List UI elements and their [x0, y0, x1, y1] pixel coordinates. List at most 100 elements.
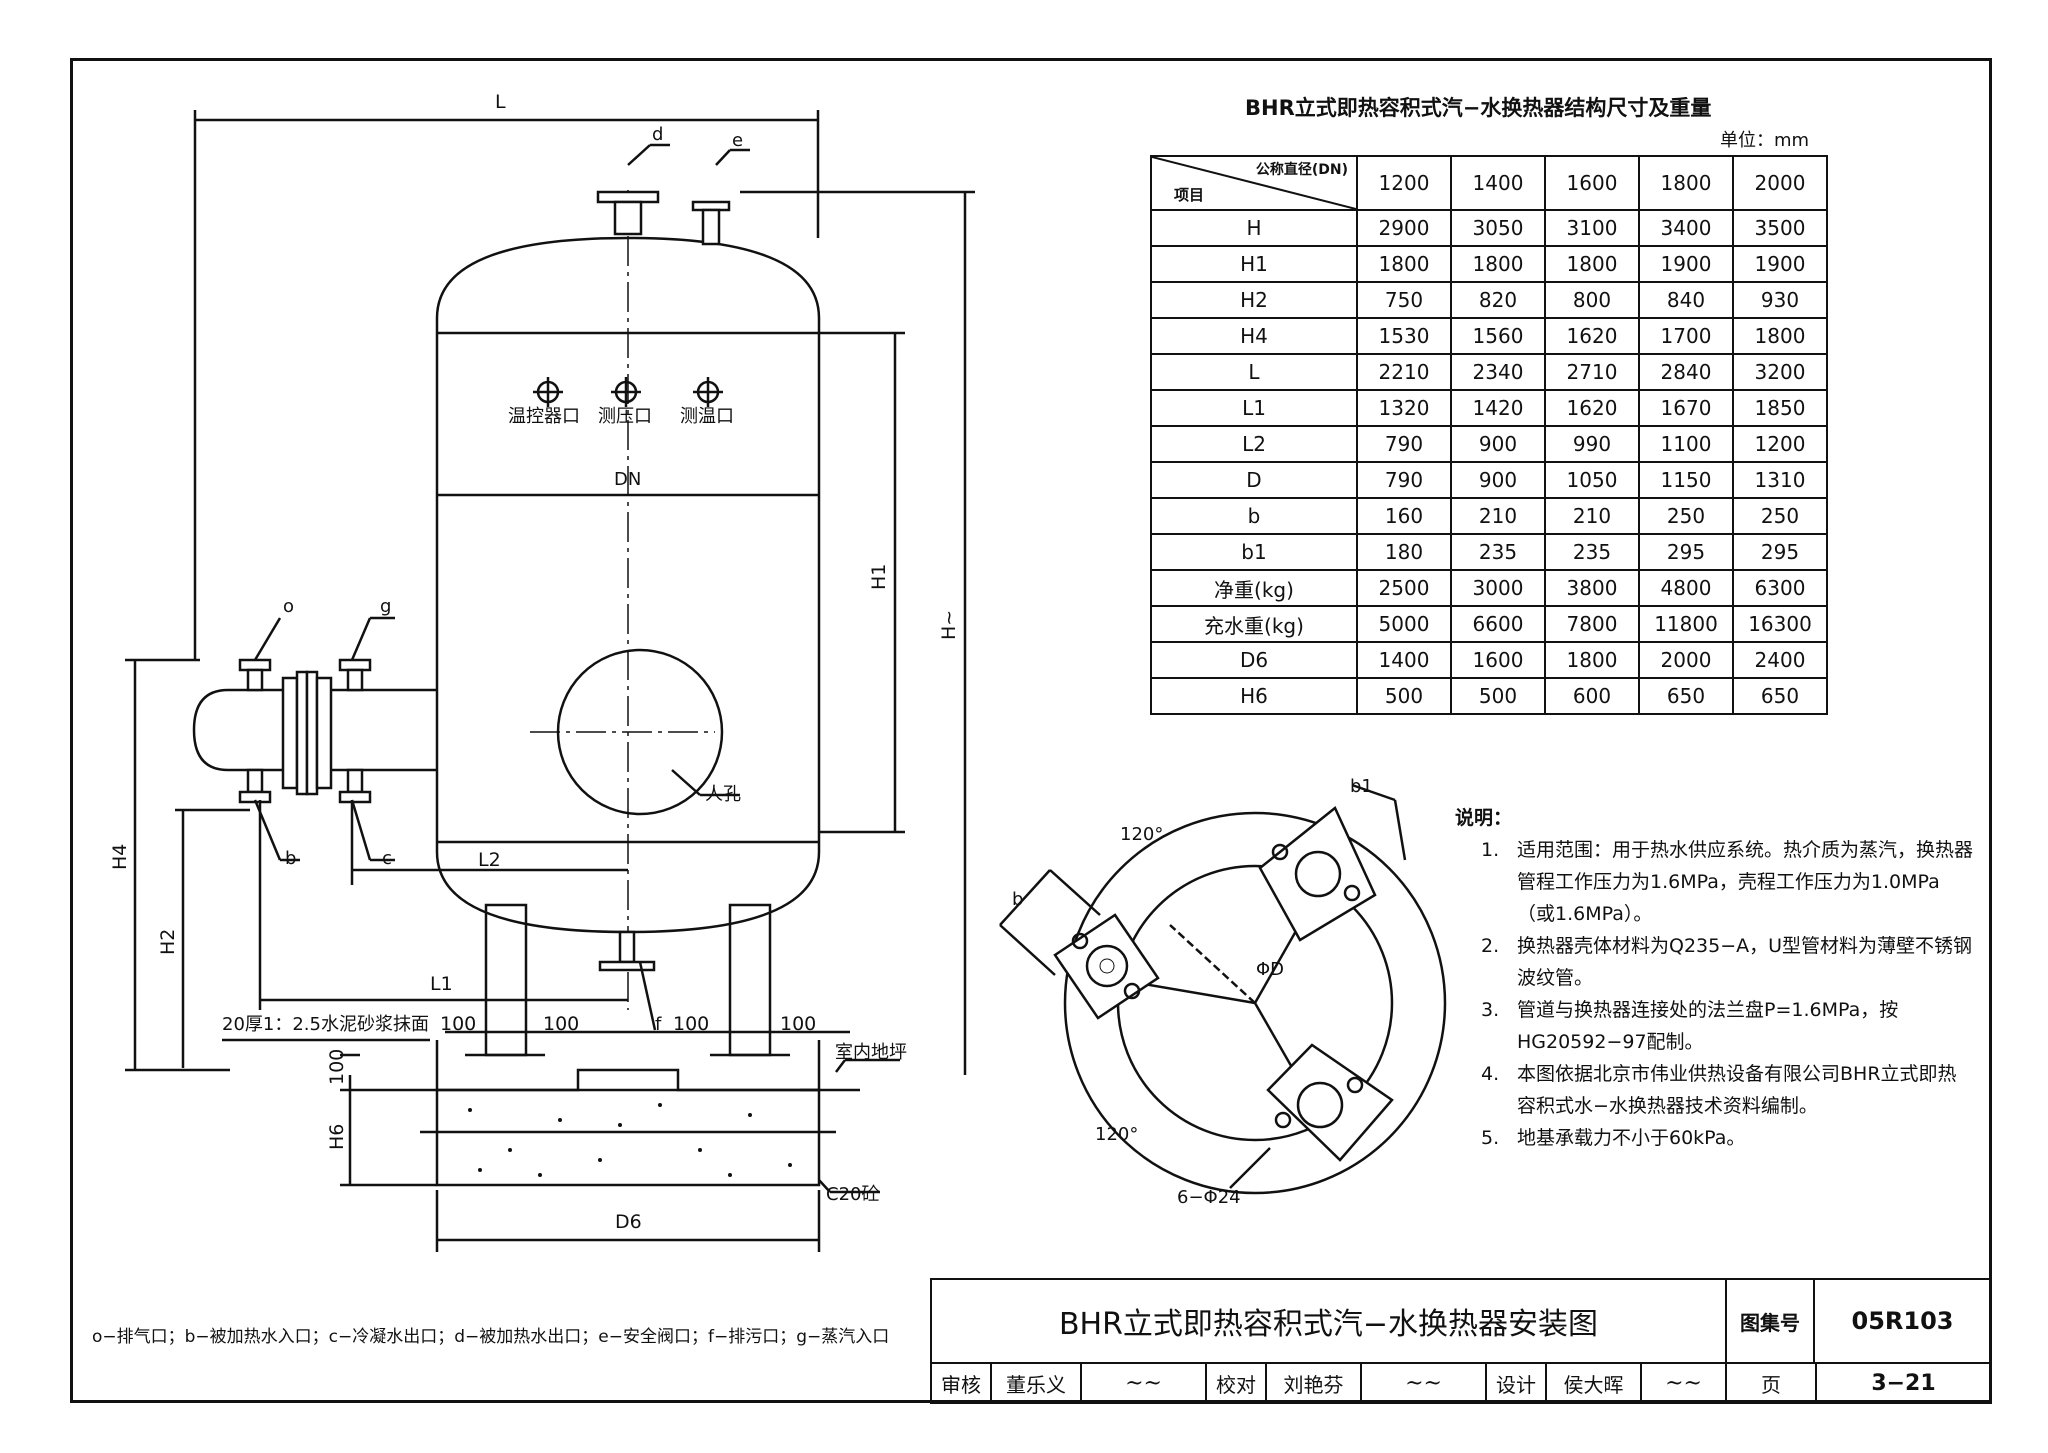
- note-number: 5.: [1481, 1127, 1500, 1149]
- dim-100-a: 100: [440, 1013, 476, 1035]
- table-cell: 3500: [1732, 209, 1828, 247]
- row-label: L1: [1150, 389, 1358, 427]
- row-label: L: [1150, 353, 1358, 391]
- table-cell: 250: [1638, 497, 1734, 535]
- dim-100-d: 100: [780, 1013, 816, 1035]
- label-pressure-port: 测压口: [598, 406, 652, 427]
- note-item: 4.本图依据北京市伟业供热设备有限公司BHR立式即热容积式水−水换热器技术资料编…: [1455, 1058, 1975, 1122]
- col-header: 2000: [1732, 155, 1828, 211]
- row-label: H6: [1150, 677, 1358, 715]
- table-cell: 1850: [1732, 389, 1828, 427]
- table-cell: 1560: [1450, 317, 1546, 355]
- dim-D6: D6: [615, 1211, 642, 1233]
- table-cell: 790: [1356, 461, 1452, 499]
- col-header: 1600: [1544, 155, 1640, 211]
- table-cell: 1800: [1356, 245, 1452, 283]
- checker-signature: ~~: [1360, 1362, 1485, 1404]
- table-header-row: 公称直径(DN) 项目 1200 1400 1600 1800 2000: [1150, 155, 1828, 211]
- table-cell: 3200: [1732, 353, 1828, 391]
- note-item: 3.管道与换热器连接处的法兰盘P=1.6MPa，按HG20592−97配制。: [1455, 994, 1975, 1058]
- row-label: 净重(kg): [1150, 569, 1358, 607]
- check-label: 校对: [1205, 1362, 1265, 1404]
- dim-100-v: 100: [326, 1049, 348, 1085]
- table-cell: 210: [1450, 497, 1546, 535]
- table-cell: 1670: [1638, 389, 1734, 427]
- label-bolts: 6−Φ24: [1177, 1187, 1241, 1208]
- dim-H1: H1: [868, 564, 890, 590]
- table-cell: 6600: [1450, 605, 1546, 643]
- label-c: c: [382, 848, 392, 869]
- reviewer-name: 董乐义: [990, 1362, 1080, 1404]
- table-cell: 250: [1732, 497, 1828, 535]
- table-cell: 1900: [1638, 245, 1734, 283]
- table-cell: 2840: [1638, 353, 1734, 391]
- table-cell: 1050: [1544, 461, 1640, 499]
- table-cell: 1310: [1732, 461, 1828, 499]
- table-cell: 600: [1544, 677, 1640, 715]
- table-cell: 2340: [1450, 353, 1546, 391]
- table-cell: 1620: [1544, 317, 1640, 355]
- label-concrete: C20砼: [826, 1184, 879, 1205]
- label-dim-b: b: [1012, 889, 1023, 910]
- dim-L1: L1: [430, 973, 453, 995]
- sheet-border: [70, 58, 1992, 1403]
- nozzle-legend: o−排气口；b−被加热水入口；c−冷凝水出口；d−被加热水出口；e−安全阀口；f…: [92, 1327, 890, 1347]
- table-cell: 2900: [1356, 209, 1452, 247]
- table-cell: 1800: [1450, 245, 1546, 283]
- table-cell: 3000: [1450, 569, 1546, 607]
- table-cell: 2400: [1732, 641, 1828, 679]
- dim-100-b: 100: [543, 1013, 579, 1035]
- row-label: H4: [1150, 317, 1358, 355]
- tube-bundle-head: [192, 688, 437, 772]
- table-cell: 235: [1544, 533, 1640, 571]
- note-text: 管道与换热器连接处的法兰盘P=1.6MPa，按HG20592−97配制。: [1517, 999, 1899, 1053]
- dim-L2: L2: [478, 849, 501, 871]
- note-text: 换热器壳体材料为Q235−A，U型管材料为薄壁不锈钢波纹管。: [1517, 935, 1973, 989]
- header-dn: 公称直径(DN): [1255, 162, 1348, 178]
- table-cell: 1200: [1732, 425, 1828, 463]
- label-o: o: [283, 596, 294, 617]
- table-cell: 820: [1450, 281, 1546, 319]
- table-cell: 800: [1544, 281, 1640, 319]
- label-f: f: [655, 1014, 662, 1035]
- note-text: 地基承载力不小于60kPa。: [1517, 1127, 1746, 1149]
- table-cell: 3800: [1544, 569, 1640, 607]
- dim-L: L: [495, 91, 506, 113]
- table-cell: 4800: [1638, 569, 1734, 607]
- table-cell: 2000: [1638, 641, 1734, 679]
- table-cell: 7800: [1544, 605, 1640, 643]
- table-cell: 6300: [1732, 569, 1828, 607]
- table-cell: 840: [1638, 281, 1734, 319]
- col-header: 1200: [1356, 155, 1452, 211]
- foundation: [435, 1088, 821, 1187]
- label-temp-port: 测温口: [680, 406, 734, 427]
- table-cell: 650: [1638, 677, 1734, 715]
- table-cell: 295: [1638, 533, 1734, 571]
- label-angle-bottom: 120°: [1095, 1124, 1138, 1145]
- review-label: 审核: [930, 1362, 990, 1404]
- row-label: D: [1150, 461, 1358, 499]
- table-cell: 1800: [1544, 641, 1640, 679]
- table-cell: 16300: [1732, 605, 1828, 643]
- table-cell: 1420: [1450, 389, 1546, 427]
- table-cell: 1400: [1356, 641, 1452, 679]
- designer-name: 侯大晖: [1545, 1362, 1640, 1404]
- table-cell: 1150: [1638, 461, 1734, 499]
- flange-plan-view: [999, 783, 1447, 1195]
- dim-H6: H6: [326, 1124, 348, 1150]
- label-g: g: [380, 596, 391, 617]
- table-cell: 11800: [1638, 605, 1734, 643]
- note-item: 1.适用范围：用于热水供应系统。热介质为蒸汽，换热器管程工作压力为1.6MPa，…: [1455, 834, 1975, 930]
- table-cell: 2210: [1356, 353, 1452, 391]
- table-cell: 990: [1544, 425, 1640, 463]
- row-label: H2: [1150, 281, 1358, 319]
